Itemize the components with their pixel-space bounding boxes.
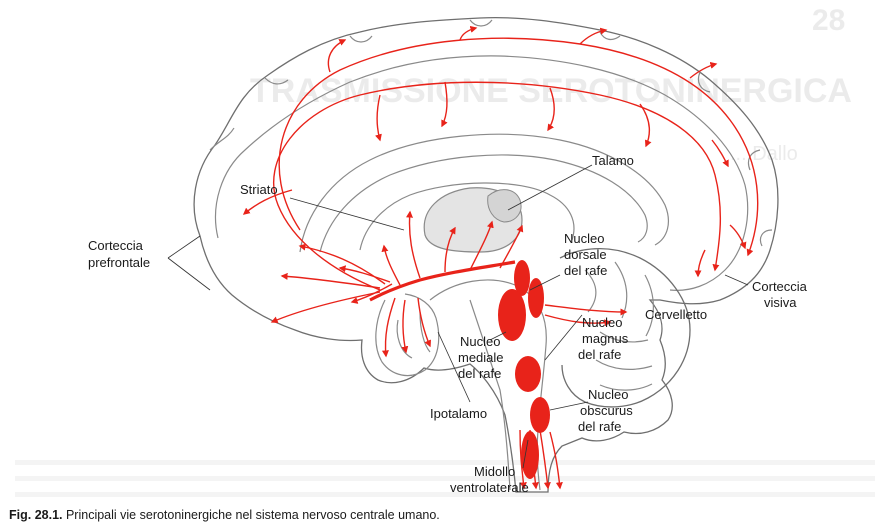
label-cervelletto: Cervelletto xyxy=(645,307,707,322)
frontal-fan-1 xyxy=(272,292,380,322)
label-corteccia-prefrontale-2: prefrontale xyxy=(88,255,150,270)
ghost-page-number: 28 xyxy=(812,4,845,37)
label-striato: Striato xyxy=(240,182,278,197)
hypo-2 xyxy=(403,300,406,352)
figure-number: Fig. 28.1. xyxy=(9,508,63,522)
label-midollo-2: ventrolaterale xyxy=(450,480,529,495)
label-nucleo-magnus-1: Nucleo xyxy=(582,315,622,330)
striatal-3 xyxy=(384,246,400,285)
label-nucleo-obscurus-1: Nucleo xyxy=(588,387,628,402)
label-nucleo-magnus-2: magnus xyxy=(582,331,629,346)
branch-10 xyxy=(730,225,745,248)
obscurus-raphe-nucleus xyxy=(530,397,550,433)
branch-2 xyxy=(460,28,476,40)
hypothalamus-inner xyxy=(397,312,430,358)
background-ghost-text: 28 TRASMISSIONE SEROTONINERGICA ... Dall… xyxy=(15,4,875,497)
branch-9 xyxy=(712,140,728,166)
label-midollo-1: Midollo xyxy=(474,464,515,479)
label-talamo: Talamo xyxy=(592,153,634,168)
label-nucleo-obscurus-2: obscurus xyxy=(580,403,633,418)
medial-raphe-nucleus xyxy=(498,289,526,341)
label-nucleo-mediale-1: Nucleo xyxy=(460,334,500,349)
frontal-fan-2 xyxy=(282,276,380,288)
branch-11 xyxy=(698,250,705,276)
hypo-1 xyxy=(385,298,395,356)
label-nucleo-obscurus-3: del rafe xyxy=(578,419,621,434)
cerebellar-1 xyxy=(545,305,626,312)
branch-1 xyxy=(328,40,345,72)
label-nucleo-dorsale-1: Nucleo xyxy=(564,231,604,246)
hypothalamus-contour xyxy=(376,294,439,376)
label-nucleo-mediale-3: del rafe xyxy=(458,366,501,381)
ghost-subheading: ... Dallo xyxy=(730,143,798,165)
figure-caption-text: Principali vie serotoninergiche nel sist… xyxy=(63,508,440,522)
figure-caption: Fig. 28.1. Principali vie serotoninergic… xyxy=(9,508,440,522)
label-corteccia-visiva-2: visiva xyxy=(764,295,797,310)
ventrolateral-nucleus xyxy=(521,431,539,479)
label-ipotalamo: Ipotalamo xyxy=(430,406,487,421)
magnus-raphe-nucleus xyxy=(515,356,541,392)
label-nucleo-dorsale-2: dorsale xyxy=(564,247,607,262)
label-corteccia-visiva-1: Corteccia xyxy=(752,279,808,294)
label-nucleo-dorsale-3: del rafe xyxy=(564,263,607,278)
label-nucleo-mediale-2: mediale xyxy=(458,350,504,365)
label-nucleo-magnus-3: del rafe xyxy=(578,347,621,362)
striatal-1 xyxy=(409,212,420,278)
label-corteccia-prefrontale-1: Corteccia xyxy=(88,238,144,253)
branch-3 xyxy=(580,30,606,44)
